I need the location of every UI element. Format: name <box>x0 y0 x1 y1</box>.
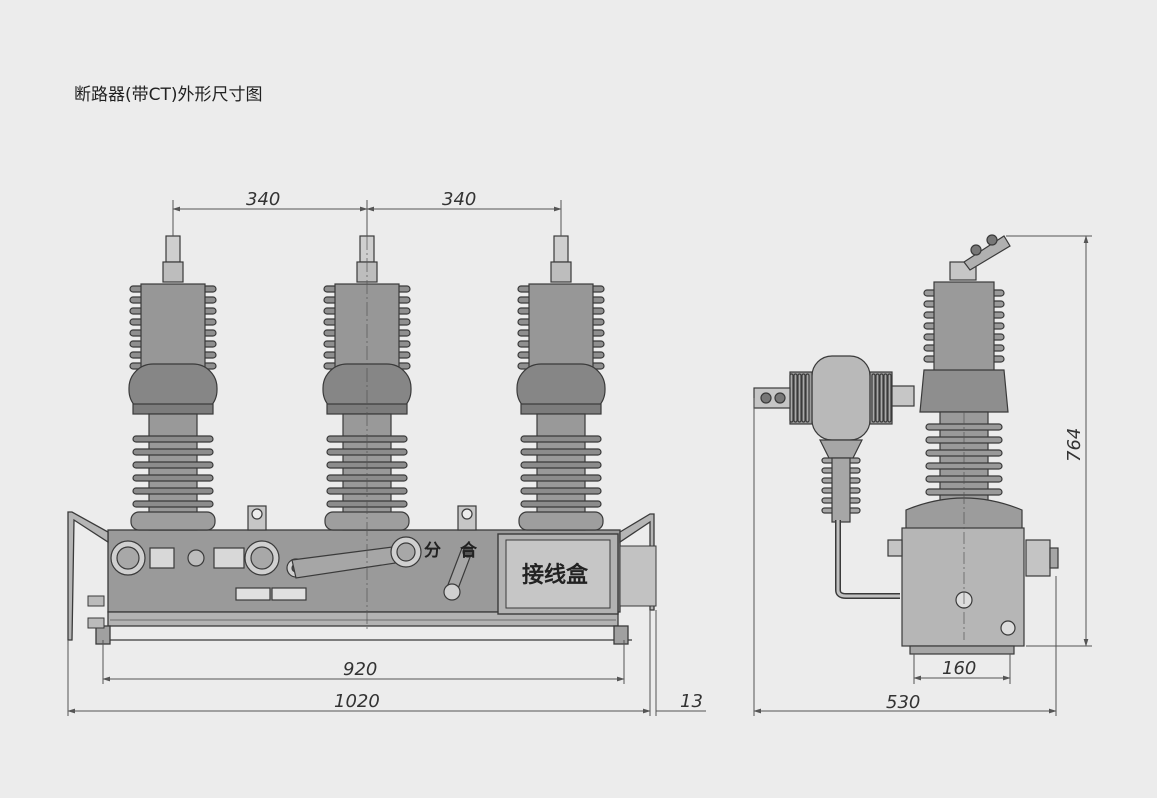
junction-box-label: 接线盒 <box>522 562 589 588</box>
nameplate-right <box>271 587 307 601</box>
nameplate-left <box>235 587 271 601</box>
dim-pitch-right: 340 <box>442 189 476 210</box>
indicator-plate-2 <box>213 547 245 569</box>
dim-overall-width: 1020 <box>334 691 380 712</box>
ground-bolts <box>87 595 105 629</box>
junction-box: 接线盒 <box>497 533 657 615</box>
front-view: 分 合 接线盒 <box>67 189 706 716</box>
side-pole <box>887 234 1059 655</box>
side-view: 764 160 530 <box>753 234 1092 716</box>
open-label: 分 <box>424 541 441 561</box>
dim-pitch-left: 340 <box>246 189 280 210</box>
indicator-plate-1 <box>149 547 175 569</box>
dim-overall-depth: 530 <box>886 692 920 713</box>
lifting-eyes <box>247 505 477 531</box>
pole-1 <box>128 235 218 531</box>
close-label: 合 <box>460 540 478 561</box>
left-bracket <box>67 511 109 641</box>
front-dimensions <box>67 200 706 716</box>
dim-base-width: 160 <box>942 658 976 679</box>
dim-height: 764 <box>1064 428 1085 462</box>
dim-mount-width: 920 <box>343 659 377 680</box>
base-rail <box>107 611 619 627</box>
terminal-strip <box>619 545 657 607</box>
right-foot <box>613 625 629 645</box>
current-transformer <box>753 355 915 599</box>
operating-mechanism <box>110 536 616 621</box>
diagram-title: 断路器(带CT)外形尺寸图 <box>74 85 263 105</box>
dim-side-offset: 13 <box>680 691 703 712</box>
side-dimensions <box>753 235 1092 716</box>
pole-3 <box>516 235 606 531</box>
